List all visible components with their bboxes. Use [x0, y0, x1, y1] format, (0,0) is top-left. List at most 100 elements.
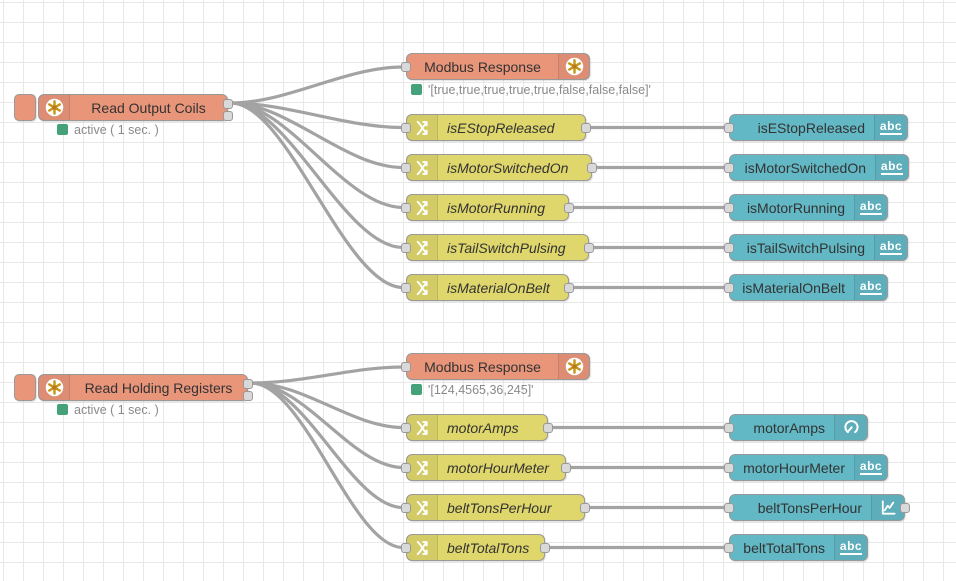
switch-node[interactable]: isEStopReleased: [401, 114, 591, 141]
input-port[interactable]: [724, 282, 734, 293]
input-port[interactable]: [724, 502, 734, 513]
input-port[interactable]: [401, 462, 411, 473]
node-label: beltTotalTons: [743, 539, 825, 556]
switch-node[interactable]: isTailSwitchPulsing: [401, 234, 594, 261]
node-label: Modbus Response: [424, 358, 541, 375]
switch-node[interactable]: isMotorSwitchedOn: [401, 154, 597, 181]
output-port[interactable]: [580, 502, 590, 513]
input-port[interactable]: [401, 162, 411, 173]
modbus-icon: [558, 54, 589, 79]
input-port[interactable]: [724, 242, 734, 253]
input-port[interactable]: [401, 361, 411, 372]
gauge-widget-node[interactable]: motorAmps: [724, 414, 868, 441]
abc-icon: abc: [874, 115, 907, 140]
status-dot-icon: [411, 384, 422, 395]
output-port[interactable]: [540, 542, 550, 553]
wire[interactable]: [249, 381, 405, 510]
modbus-read-node[interactable]: Read Output Coils: [38, 94, 233, 121]
input-port[interactable]: [724, 462, 734, 473]
status-dot-icon: [57, 404, 68, 415]
output-port[interactable]: [587, 162, 597, 173]
switch-node[interactable]: motorHourMeter: [401, 454, 571, 481]
abc-icon: abc: [854, 275, 887, 300]
gauge-icon: [834, 415, 867, 440]
inject-button[interactable]: [14, 374, 36, 401]
status-dot-icon: [57, 124, 68, 135]
input-port[interactable]: [724, 542, 734, 553]
text-widget-node[interactable]: isMotorSwitchedOn abc: [724, 154, 909, 181]
output-port[interactable]: [543, 422, 553, 433]
input-port[interactable]: [401, 61, 411, 72]
output-port[interactable]: [584, 242, 594, 253]
abc-icon: abc: [854, 455, 887, 480]
switch-icon: [407, 455, 438, 480]
switch-node[interactable]: beltTotalTons: [401, 534, 550, 561]
node-label: isMaterialOnBelt: [447, 279, 550, 296]
input-port[interactable]: [401, 422, 411, 433]
input-port[interactable]: [401, 122, 411, 133]
node-label: beltTonsPerHour: [447, 499, 552, 516]
switch-node[interactable]: isMotorRunning: [401, 194, 574, 221]
input-port[interactable]: [401, 242, 411, 253]
node-label: Modbus Response: [424, 58, 541, 75]
wire[interactable]: [249, 365, 405, 385]
output-port-1[interactable]: [243, 378, 253, 389]
input-port[interactable]: [724, 162, 734, 173]
input-port[interactable]: [401, 502, 411, 513]
switch-icon: [407, 115, 438, 140]
modbus-response-node[interactable]: Modbus Response: [401, 53, 590, 80]
output-port[interactable]: [900, 502, 910, 513]
inject-button[interactable]: [14, 94, 36, 121]
input-port[interactable]: [724, 422, 734, 433]
input-port[interactable]: [724, 202, 734, 213]
wire[interactable]: [229, 101, 405, 290]
text-widget-node[interactable]: isTailSwitchPulsing abc: [724, 234, 908, 261]
node-label: motorHourMeter: [447, 459, 549, 476]
node-status: active ( 1 sec. ): [57, 403, 159, 417]
node-label: isEStopReleased: [447, 119, 555, 136]
node-label: isMotorSwitchedOn: [447, 159, 569, 176]
output-port[interactable]: [564, 282, 574, 293]
wire[interactable]: [229, 101, 405, 210]
input-port[interactable]: [401, 282, 411, 293]
modbus-read-node[interactable]: Read Holding Registers: [38, 374, 253, 401]
node-label: isMaterialOnBelt: [742, 279, 845, 296]
switch-node[interactable]: isMaterialOnBelt: [401, 274, 574, 301]
switch-icon: [407, 495, 438, 520]
text-widget-node[interactable]: beltTotalTons abc: [724, 534, 868, 561]
node-status: '[true,true,true,true,true,false,false,f…: [411, 83, 651, 97]
output-port[interactable]: [561, 462, 571, 473]
switch-icon: [407, 535, 438, 560]
node-label: motorHourMeter: [743, 459, 845, 476]
wire[interactable]: [229, 65, 405, 105]
input-port[interactable]: [401, 202, 411, 213]
output-port-2[interactable]: [223, 110, 233, 121]
output-port[interactable]: [564, 202, 574, 213]
chart-widget-node[interactable]: beltTonsPerHour: [724, 494, 910, 521]
switch-icon: [407, 235, 438, 260]
node-label: Read Holding Registers: [84, 379, 233, 396]
node-status: active ( 1 sec. ): [57, 122, 159, 137]
abc-icon: abc: [854, 195, 887, 220]
text-widget-node[interactable]: motorHourMeter abc: [724, 454, 888, 481]
node-status: '[124,4565,36,245]': [411, 383, 534, 397]
modbus-response-node[interactable]: Modbus Response: [401, 353, 590, 380]
node-label: isMotorRunning: [447, 199, 546, 216]
output-port[interactable]: [581, 122, 591, 133]
status-dot-icon: [411, 84, 422, 95]
text-widget-node[interactable]: isMaterialOnBelt abc: [724, 274, 888, 301]
switch-node[interactable]: beltTonsPerHour: [401, 494, 590, 521]
output-port-1[interactable]: [223, 98, 233, 109]
switch-icon: [407, 155, 438, 180]
modbus-icon: [558, 354, 589, 379]
input-port[interactable]: [401, 542, 411, 553]
wire[interactable]: [249, 381, 405, 550]
output-port-2[interactable]: [243, 390, 253, 401]
text-widget-node[interactable]: isEStopReleased abc: [724, 114, 908, 141]
text-widget-node[interactable]: isMotorRunning abc: [724, 194, 888, 221]
input-port[interactable]: [724, 122, 734, 133]
switch-node[interactable]: motorAmps: [401, 414, 553, 441]
status-text: active ( 1 sec. ): [74, 122, 159, 137]
abc-icon: abc: [874, 235, 907, 260]
